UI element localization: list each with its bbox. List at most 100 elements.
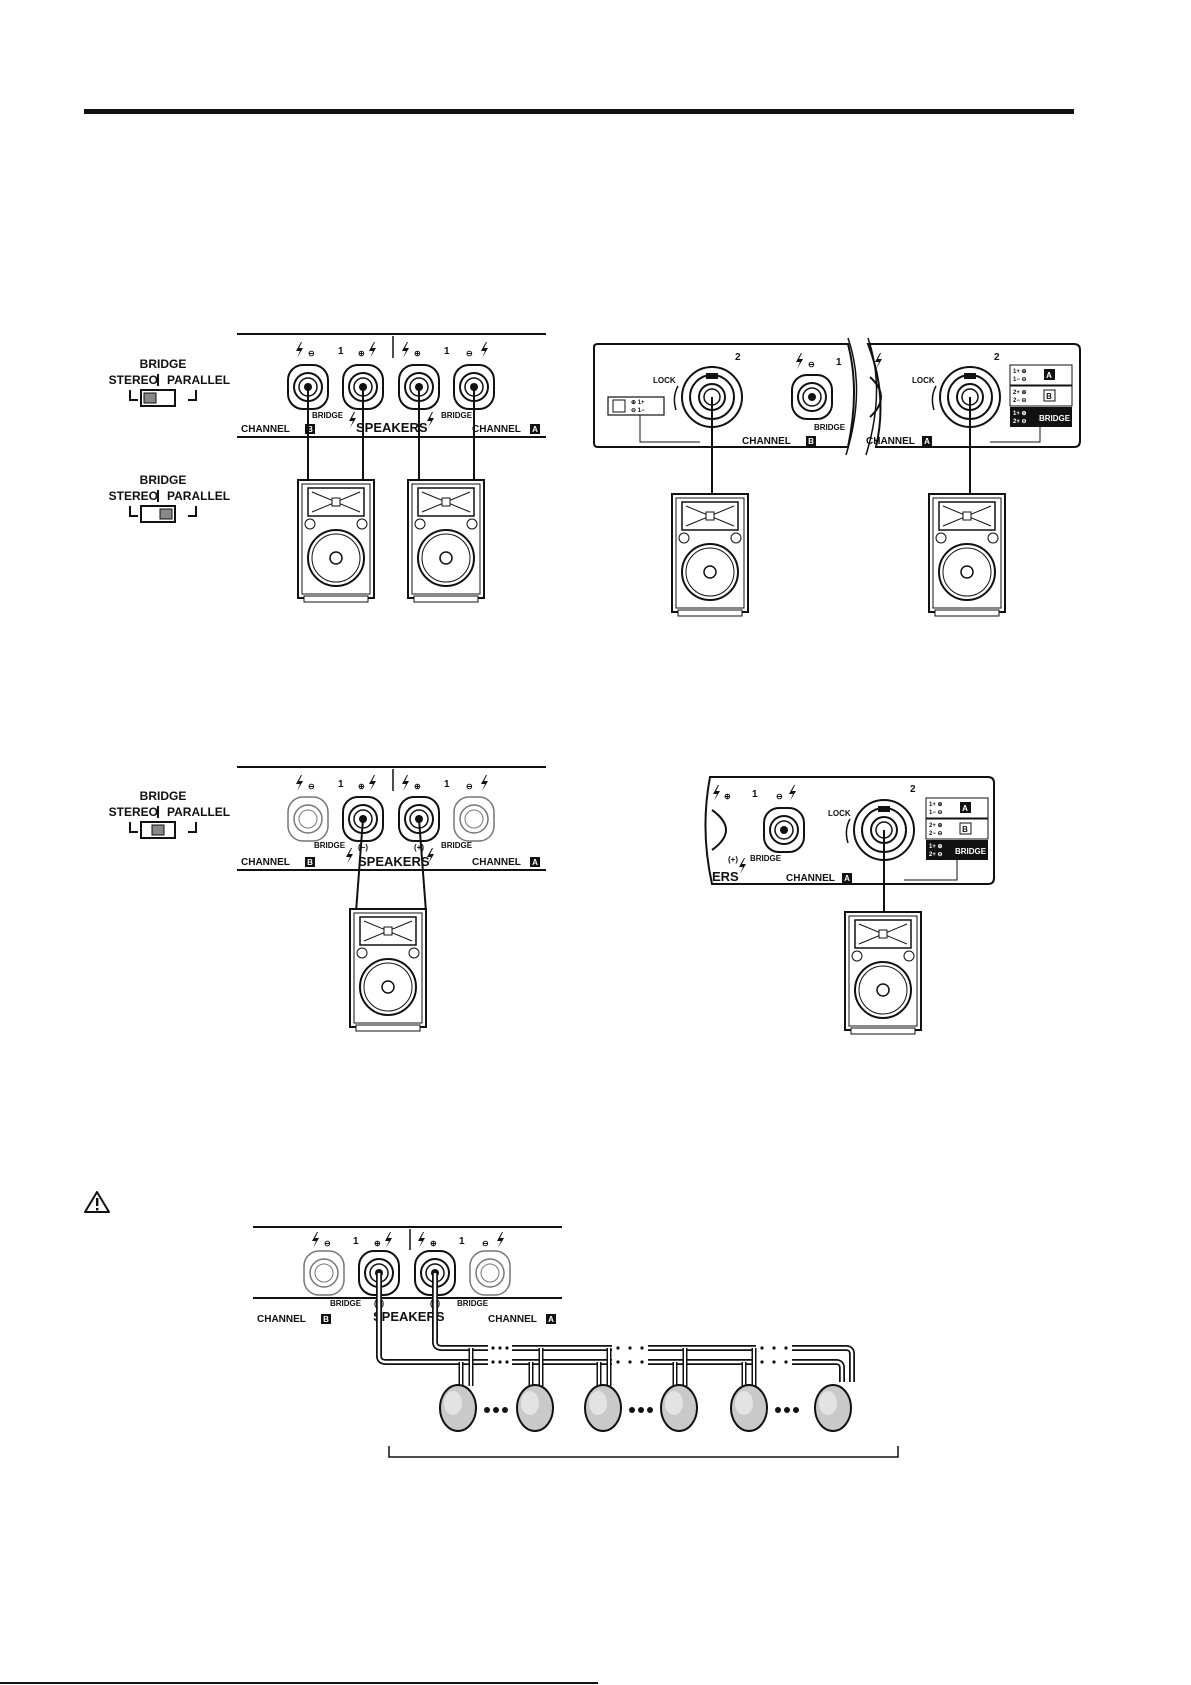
svg-text:CHANNEL: CHANNEL [257, 1314, 306, 1325]
svg-text:⊕: ⊕ [414, 782, 421, 791]
svg-text:CHANNEL: CHANNEL [472, 857, 521, 868]
svg-text:B: B [307, 425, 313, 434]
svg-text:⊖: ⊖ [308, 349, 315, 358]
speaker-cabinet-right [407, 479, 485, 603]
svg-text:BRIDGE: BRIDGE [457, 1299, 489, 1308]
svg-text:CHANNEL: CHANNEL [241, 424, 290, 435]
figure-bridge-ceiling-speakers: ⊖ 1 ⊕ ⊕ 1 ⊖ BRIDGE (−) (+) BRIDGE SPEAKE… [253, 1226, 899, 1458]
svg-text:A: A [1046, 371, 1052, 380]
svg-text:A: A [532, 858, 538, 867]
svg-text:⊖: ⊖ [466, 349, 473, 358]
jack-partial [763, 807, 805, 853]
svg-text:⊕: ⊕ [414, 349, 421, 358]
svg-text:1: 1 [836, 357, 842, 368]
figure-bridge-speakon: ⊕ 1 ⊖ (+) BRIDGE ERS LOCK 2 1+ ⊕ 1− ⊖ A … [704, 776, 995, 1035]
svg-text:⊖ 1−: ⊖ 1− [631, 408, 645, 414]
svg-text:⊖: ⊖ [466, 782, 473, 791]
svg-text:⊕: ⊕ [358, 349, 365, 358]
svg-text:2− ⊖: 2− ⊖ [1013, 398, 1027, 404]
svg-text:BRIDGE: BRIDGE [750, 854, 782, 863]
svg-text:CHANNEL: CHANNEL [866, 436, 915, 447]
figure-stereo-binding-posts: BRIDGE STEREO PARALLEL BRIDGE STEREO PAR… [109, 333, 546, 603]
figure-stereo-speakon: LOCK 2 ⊖ 1 BRIDGE LOCK 2 ⊕ 1+ ⊖ 1− 1+ ⊕ … [593, 337, 1081, 617]
speaker-cabinet-b [671, 493, 749, 617]
svg-text:⊖: ⊖ [776, 792, 783, 801]
figure-bridge-binding-posts: BRIDGE STEREO PARALLEL ⊖ 1 ⊕ ⊕ 1 ⊖ BRIDG… [109, 766, 546, 1032]
svg-text:1: 1 [752, 789, 758, 800]
svg-text:1: 1 [444, 346, 450, 357]
svg-text:LOCK: LOCK [653, 376, 676, 385]
svg-text:A: A [548, 1315, 554, 1324]
speaker-cabinet-bridge [349, 908, 427, 1032]
svg-text:1+ ⊕: 1+ ⊕ [1013, 411, 1027, 417]
speaker-cabinet-a [928, 493, 1006, 617]
ceiling-speaker-1 [439, 1384, 477, 1432]
svg-text:BRIDGE: BRIDGE [312, 411, 344, 420]
svg-text:BRIDGE: BRIDGE [1039, 414, 1071, 423]
svg-text:B: B [323, 1315, 329, 1324]
svg-text:1+ ⊕: 1+ ⊕ [1013, 369, 1027, 375]
svg-text:⊕ 1+: ⊕ 1+ [631, 400, 645, 406]
ceiling-speaker-4 [660, 1384, 698, 1432]
svg-text:BRIDGE: BRIDGE [441, 841, 473, 850]
svg-text:SPEAKERS: SPEAKERS [373, 1309, 445, 1324]
ceiling-speaker-2 [516, 1384, 554, 1432]
svg-text:⊕: ⊕ [358, 782, 365, 791]
svg-text:B: B [808, 437, 814, 446]
svg-text:CHANNEL: CHANNEL [742, 436, 791, 447]
switch-stereo-label: STEREO [109, 373, 158, 387]
header-rule [84, 109, 1074, 114]
svg-text:A: A [962, 804, 968, 813]
svg-text:A: A [844, 874, 850, 883]
switch-bridge-label: BRIDGE [140, 357, 187, 371]
svg-text:1− ⊖: 1− ⊖ [929, 810, 943, 816]
svg-text:2+ ⊕: 2+ ⊕ [929, 823, 943, 829]
svg-text:ERS: ERS [712, 869, 739, 884]
svg-text:BRIDGE: BRIDGE [955, 847, 987, 856]
svg-text:2: 2 [910, 784, 916, 795]
svg-text:B: B [1046, 392, 1052, 401]
svg-text:⊕: ⊕ [374, 1239, 381, 1248]
svg-text:⊕: ⊕ [724, 792, 731, 801]
svg-text:B: B [307, 858, 313, 867]
svg-text:CHANNEL: CHANNEL [488, 1314, 537, 1325]
speaker-group-bracket [388, 1446, 899, 1458]
svg-text:1: 1 [353, 1236, 359, 1247]
caution-warning-icon [84, 1191, 110, 1213]
svg-text:⊖: ⊖ [482, 1239, 489, 1248]
svg-text:BRIDGE: BRIDGE [314, 841, 346, 850]
svg-text:1+ ⊕: 1+ ⊕ [929, 802, 943, 808]
svg-text:(+): (+) [728, 855, 738, 864]
svg-text:2− ⊖: 2− ⊖ [929, 831, 943, 837]
svg-text:BRIDGE: BRIDGE [140, 473, 187, 487]
speakon-pin-table-lower: 1+ ⊕ 1− ⊖ A 2+ ⊕ 2− ⊖ B 1+ ⊕ 2+ ⊖ BRIDGE [925, 797, 989, 860]
svg-text:⊖: ⊖ [808, 360, 815, 369]
mode-switch-upper: BRIDGE STEREO PARALLEL [109, 357, 230, 407]
svg-text:(+): (+) [414, 843, 424, 852]
svg-text:SPEAKERS: SPEAKERS [358, 854, 430, 869]
svg-text:BRIDGE: BRIDGE [441, 411, 473, 420]
ceiling-speaker-5 [730, 1384, 768, 1432]
speaker-cabinet-left [297, 479, 375, 603]
svg-text:1− ⊖: 1− ⊖ [1013, 377, 1027, 383]
svg-text:1+ ⊕: 1+ ⊕ [929, 844, 943, 850]
svg-text:BRIDGE: BRIDGE [330, 1299, 362, 1308]
svg-text:BRIDGE: BRIDGE [140, 789, 187, 803]
jack-center [791, 374, 833, 420]
svg-text:CHANNEL: CHANNEL [241, 857, 290, 868]
speakon-pin-table-upper: 1+ ⊕ 1− ⊖ A 2+ ⊕ 2− ⊖ B 1+ ⊕ 2+ ⊖ BRIDGE [1009, 364, 1073, 427]
svg-text:⊖: ⊖ [324, 1239, 331, 1248]
svg-text:2: 2 [994, 352, 1000, 363]
svg-text:⊕: ⊕ [430, 1239, 437, 1248]
svg-text:PARALLEL: PARALLEL [167, 489, 230, 503]
svg-text:SPEAKERS: SPEAKERS [356, 420, 428, 435]
svg-text:A: A [532, 425, 538, 434]
svg-text:1: 1 [444, 779, 450, 790]
ceiling-speaker-3 [584, 1384, 622, 1432]
ceiling-speaker-6 [814, 1384, 852, 1432]
svg-text:2+ ⊖: 2+ ⊖ [929, 852, 943, 858]
svg-text:1: 1 [338, 346, 344, 357]
svg-text:(−): (−) [358, 843, 368, 852]
svg-text:2+ ⊖: 2+ ⊖ [1013, 419, 1027, 425]
